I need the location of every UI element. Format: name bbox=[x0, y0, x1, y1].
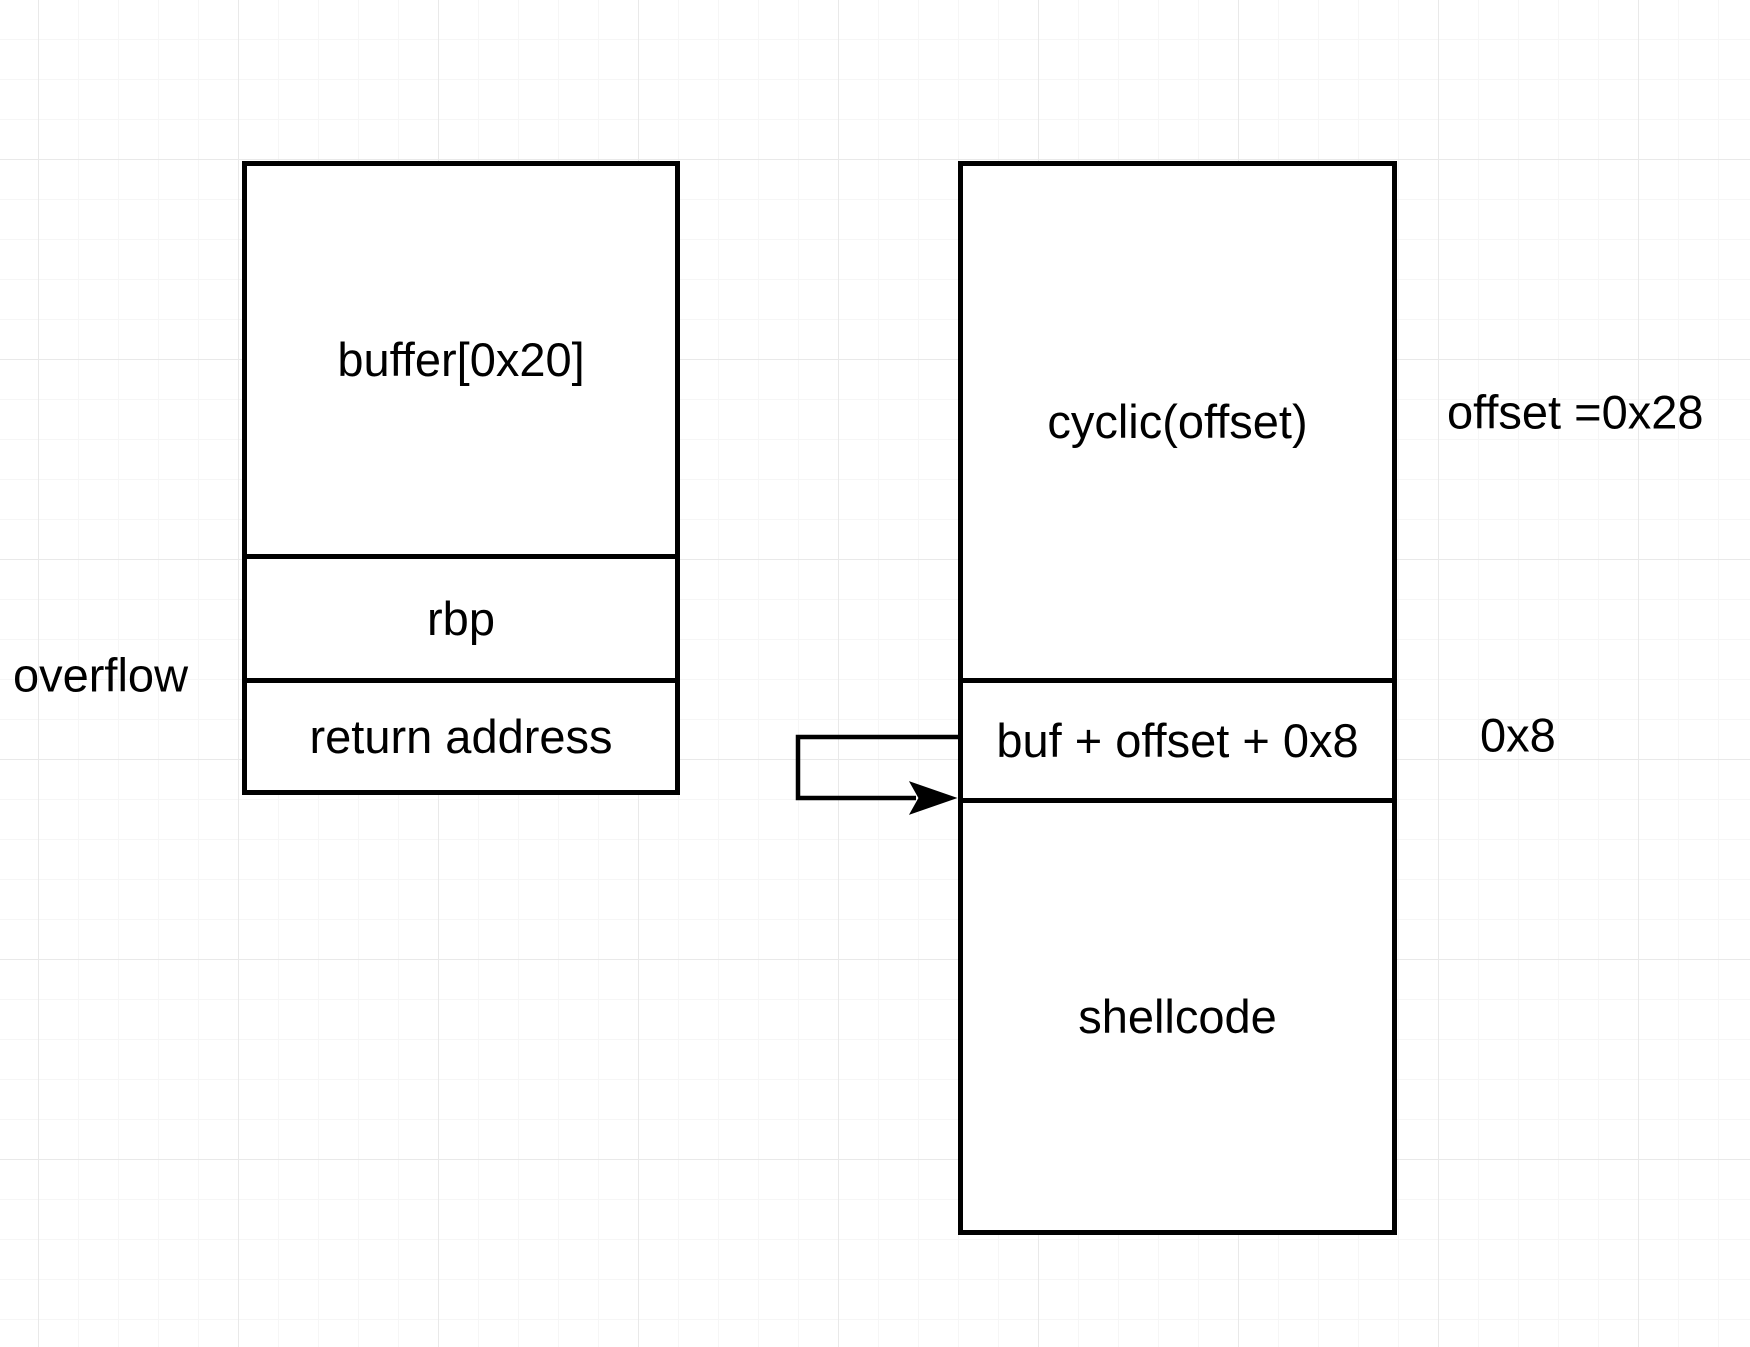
shellcode-cell: shellcode bbox=[963, 798, 1392, 1230]
overflow-annotation: overflow bbox=[13, 648, 189, 702]
cyclic-offset-cell: cyclic(offset) bbox=[1047, 395, 1308, 449]
arrowhead-icon bbox=[908, 781, 958, 815]
buf-offset-cell: buf + offset + 0x8 bbox=[963, 678, 1392, 798]
stack-frame-box: buffer[0x20] rbp return address bbox=[242, 161, 680, 795]
rbp-cell: rbp bbox=[247, 554, 675, 678]
return-slot-size-annotation: 0x8 bbox=[1480, 708, 1556, 762]
offset-value-annotation: offset =0x28 bbox=[1447, 385, 1704, 439]
payload-box: cyclic(offset) buf + offset + 0x8 shellc… bbox=[958, 161, 1397, 1235]
buffer-cell: buffer[0x20] bbox=[337, 333, 585, 387]
return-address-cell: return address bbox=[247, 678, 675, 790]
